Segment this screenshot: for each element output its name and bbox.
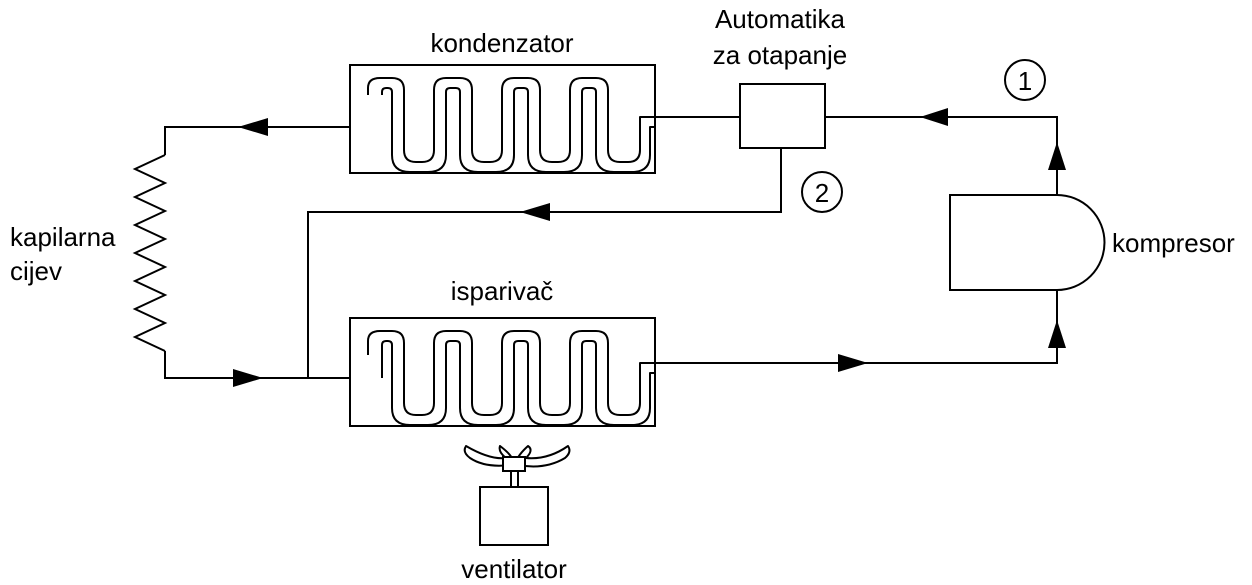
fan-blade-right <box>515 445 571 468</box>
defrost-unit: Automatika za otapanje <box>713 4 847 149</box>
capillary-label-line2: cijev <box>10 256 62 286</box>
flow-arrow-right-suction <box>838 354 868 372</box>
fan-hub <box>502 456 526 472</box>
capillary-tube <box>132 154 168 352</box>
defrost-unit-box <box>739 83 826 149</box>
capillary-label-line1: kapilarna <box>10 222 116 252</box>
fan-motor <box>479 486 549 546</box>
evaporator-coil-inner <box>381 340 655 426</box>
flow-arrow-up-suction <box>1048 320 1066 348</box>
marker-2: 2 <box>801 171 843 213</box>
evaporator: isparivač <box>349 276 656 427</box>
marker-2-circle <box>801 171 843 213</box>
flow-arrow-left-bypass <box>520 203 550 221</box>
fan-label: ventilator <box>461 554 567 584</box>
flow-arrow-up-discharge <box>1048 142 1066 170</box>
pipe-evaporator-to-compressor <box>655 290 1058 364</box>
defrost-label-line2: za otapanje <box>713 40 847 70</box>
marker-1-text: 1 <box>1018 66 1032 96</box>
defrost-label-line1: Automatika <box>715 4 846 34</box>
condenser: kondenzator <box>349 28 656 174</box>
flow-arrow-left-top <box>920 108 948 126</box>
condenser-label: kondenzator <box>430 28 573 58</box>
compressor-body <box>949 194 1106 291</box>
marker-1-circle <box>1004 59 1046 101</box>
evaporator-label: isparivač <box>451 276 554 306</box>
pipe-compressor-discharge <box>825 116 1058 195</box>
marker-1: 1 <box>1004 59 1046 101</box>
condenser-coil-outer <box>367 77 655 163</box>
fan: ventilator <box>461 445 571 584</box>
flow-arrow-left-condenser-out <box>238 118 268 136</box>
evaporator-coil-outer <box>367 330 655 416</box>
condenser-coil-inner <box>381 87 655 173</box>
pipe-capillary-to-evaporator <box>164 351 369 379</box>
compressor-label: kompresor <box>1112 228 1235 258</box>
fan-blade-left <box>463 445 515 467</box>
marker-2-text: 2 <box>815 178 829 208</box>
flow-arrow-right-capillary-out <box>233 369 263 387</box>
compressor: kompresor <box>949 194 1235 291</box>
